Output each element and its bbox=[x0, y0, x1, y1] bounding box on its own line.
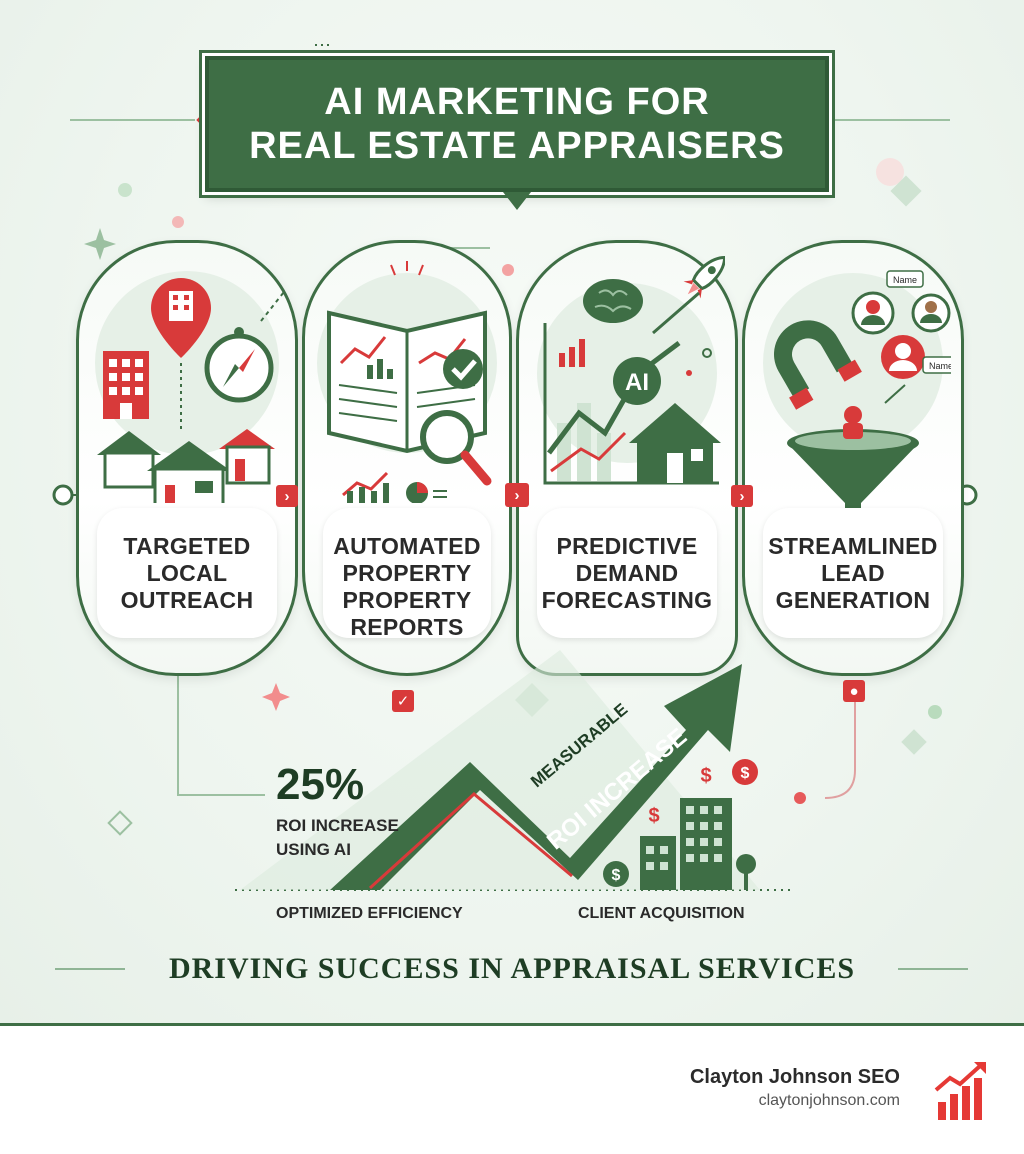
step-label: STREAMLINED LEAD GENERATION bbox=[768, 533, 938, 613]
step-label: TARGETED LOCAL OUTREACH bbox=[120, 533, 254, 613]
step-targeted-local-outreach: TARGETED LOCAL OUTREACH bbox=[76, 240, 298, 676]
axis-label-right: CLIENT ACQUISITION bbox=[578, 905, 745, 922]
footer-divider bbox=[0, 1023, 1024, 1026]
dollar-sign: $ bbox=[648, 805, 659, 827]
roi-caption-line-2: USING AI bbox=[276, 840, 351, 859]
rocket-icon bbox=[683, 255, 725, 299]
ai-badge bbox=[613, 357, 661, 405]
infographic-canvas: AI MARKETING FOR REAL ESTATE APPRAISERS bbox=[0, 0, 1024, 1025]
roi-caption: ROI INCREASE USING AI bbox=[276, 814, 399, 862]
brand-logo-icon bbox=[934, 1062, 986, 1120]
tagline-rule-left bbox=[55, 968, 125, 970]
name-tag-label: Name bbox=[929, 361, 951, 371]
houses-icon bbox=[97, 429, 275, 503]
title-banner: AI MARKETING FOR REAL ESTATE APPRAISERS bbox=[205, 56, 829, 210]
axis-label-left: OPTIMIZED EFFICIENCY bbox=[276, 905, 463, 922]
roi-growth-graphic: $ $ $ $ bbox=[240, 650, 760, 890]
step-card bbox=[763, 508, 943, 638]
check-badge-icon bbox=[443, 349, 483, 389]
ai-badge-label: AI bbox=[625, 369, 649, 396]
brand-url: claytonjohnson.com bbox=[758, 1092, 900, 1109]
brand-name: Clayton Johnson SEO bbox=[689, 1066, 900, 1088]
growth-arrow bbox=[330, 664, 742, 890]
person-avatar-icon bbox=[851, 291, 895, 335]
magnet-icon bbox=[774, 320, 853, 398]
name-tag-label: Name bbox=[893, 275, 917, 285]
dollar-sign: $ bbox=[612, 867, 621, 884]
brain-icon bbox=[583, 279, 643, 323]
title-line-1: AI MARKETING FOR bbox=[324, 81, 710, 123]
dollar-sign: $ bbox=[741, 765, 750, 782]
city-buildings-icon bbox=[640, 798, 756, 890]
roi-percent: 25% bbox=[276, 760, 365, 809]
lead-generation-illustration: Name Name bbox=[763, 270, 951, 531]
step-label: AUTOMATED PROPERTY PROPERTY REPORTS bbox=[333, 533, 481, 640]
person-avatar-icon bbox=[911, 293, 951, 333]
step-card bbox=[323, 508, 491, 638]
name-tag bbox=[886, 270, 924, 288]
title-line-2: REAL ESTATE APPRAISERS bbox=[249, 125, 785, 167]
property-reports-illustration bbox=[317, 261, 497, 503]
stop-connector-icon: ● bbox=[843, 680, 865, 702]
coin-icon bbox=[603, 861, 629, 887]
person-avatar-icon bbox=[881, 335, 925, 379]
demand-forecasting-illustration: AI bbox=[537, 255, 725, 485]
step-automated-property-reports: AUTOMATED PROPERTY PROPERTY REPORTS bbox=[302, 240, 512, 676]
banner-pointer bbox=[503, 192, 531, 210]
name-tag bbox=[922, 356, 951, 374]
step-label: PREDICTIVE DEMAND FORECASTING bbox=[541, 533, 713, 613]
dollar-sign: $ bbox=[700, 765, 711, 787]
magnifier-icon bbox=[420, 410, 474, 464]
house-icon bbox=[629, 403, 721, 443]
step-connector-arrow: › bbox=[505, 483, 529, 507]
step-card bbox=[97, 508, 277, 638]
tagline: DRIVING SUCCESS IN APPRAISAL SERVICES bbox=[168, 952, 856, 985]
step-predictive-demand-forecasting: AI PREDICTIVE DEMAND FORECASTING bbox=[516, 240, 738, 676]
coin-icon bbox=[732, 759, 758, 785]
step-card bbox=[537, 508, 717, 638]
check-connector-icon: ✓ bbox=[392, 690, 414, 712]
step-connector-arrow: › bbox=[731, 485, 753, 507]
step-connector-arrow: › bbox=[276, 485, 298, 507]
tagline-rule-right bbox=[898, 968, 968, 970]
roi-caption-line-1: ROI INCREASE bbox=[276, 816, 399, 835]
step-streamlined-lead-generation: Name Name STREAMLINED LEAD GENERATION bbox=[742, 240, 964, 676]
local-outreach-illustration bbox=[95, 271, 285, 503]
